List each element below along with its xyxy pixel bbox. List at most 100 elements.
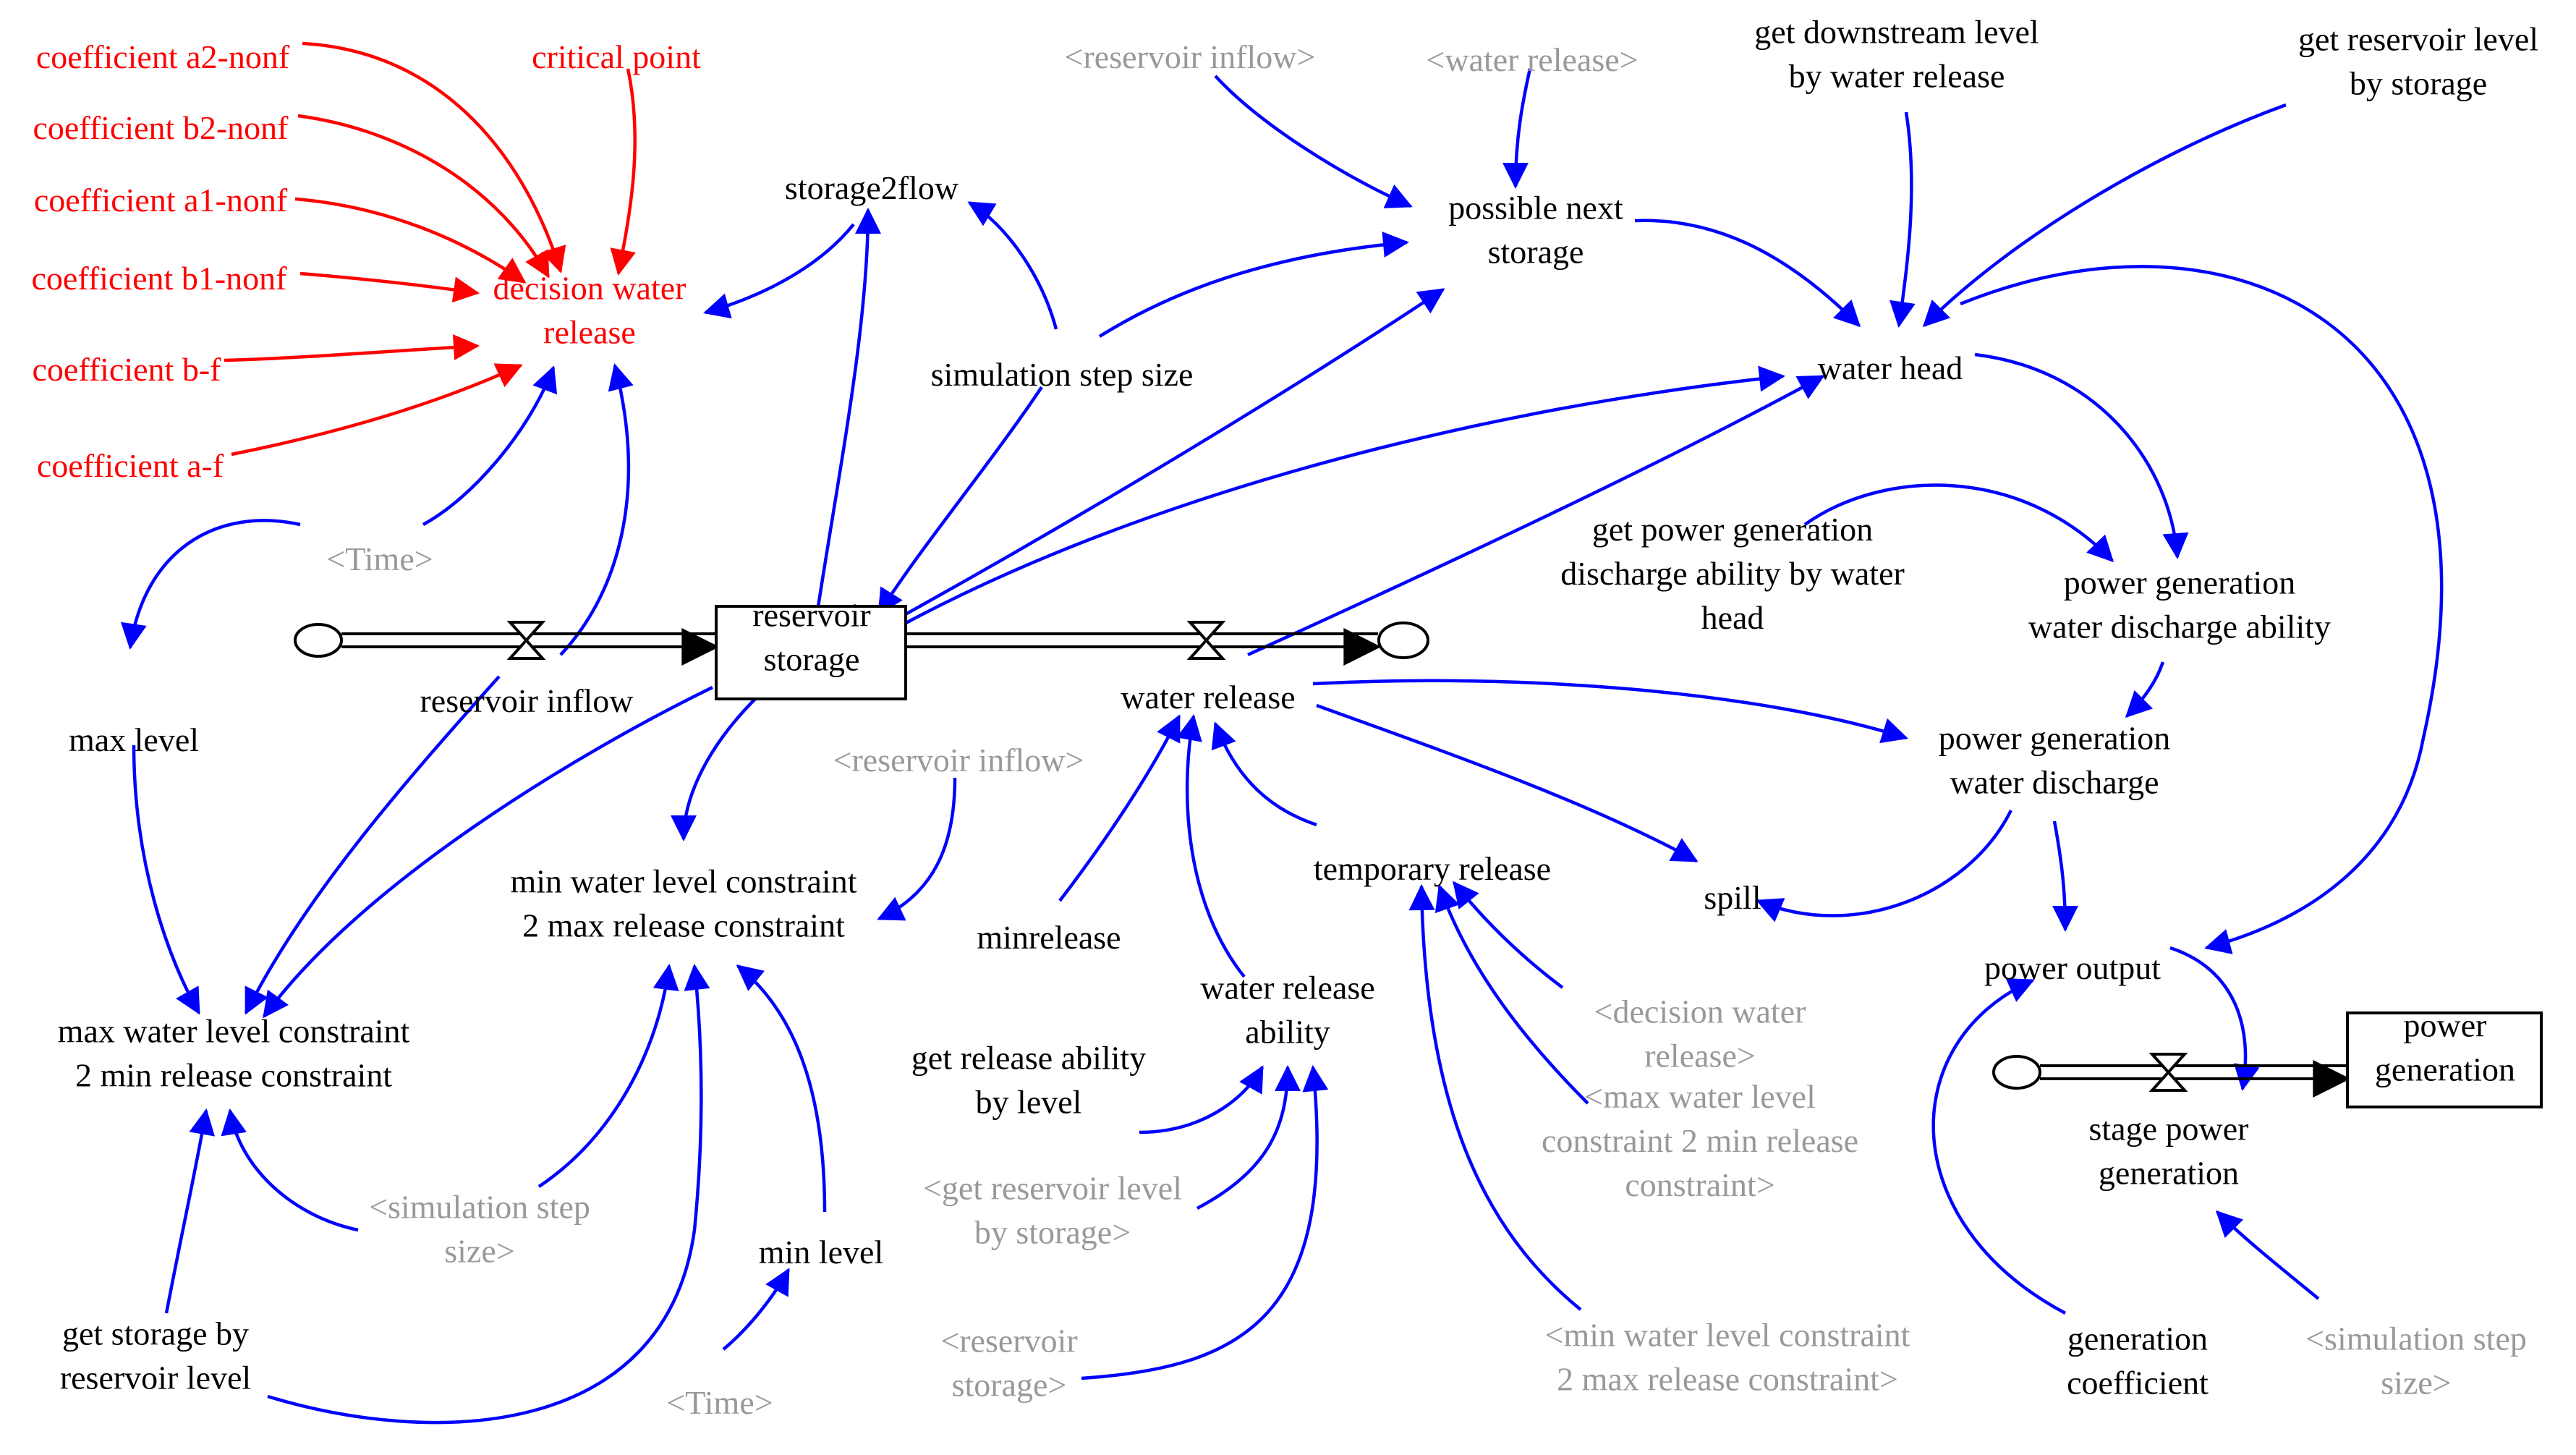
flow-reservoir-inflow[interactable]: reservoir inflow <box>420 682 634 719</box>
var-get-reservoir-level-line: get reservoir level <box>2298 21 2538 58</box>
link-reservoirlevel-to-waterhead <box>1922 103 2287 328</box>
var-max-level[interactable]: max level <box>69 721 199 758</box>
coef-b1-nonf-line: coefficient b1-nonf <box>32 260 288 297</box>
shadow-time-bottom[interactable]: <Time> <box>666 1384 773 1421</box>
shadow-get-reservoir-level-bottom-line: <get reservoir level <box>923 1170 1182 1207</box>
link-storage-to-waterhead <box>899 365 1785 627</box>
shadow-water-release-top[interactable]: <water release> <box>1426 41 1638 78</box>
shadow-reservoir-inflow-mid[interactable]: <reservoir inflow> <box>833 742 1084 779</box>
link-releasetop-to-nextstorage <box>1502 68 1532 189</box>
flow-water-release[interactable]: water release <box>1121 679 1295 716</box>
stock-box-reservoir-storage[interactable] <box>715 605 907 700</box>
link-minwlshadow-to-temp <box>1408 884 1582 1311</box>
link-waterhead-to-pgda <box>1974 352 2189 559</box>
link-storage-to-storage2flow <box>815 208 881 612</box>
shadow-time-left[interactable]: <Time> <box>326 540 433 577</box>
valve-water-release[interactable] <box>1186 621 1226 660</box>
link-release-to-pgwd <box>1312 679 1908 744</box>
shadow-get-reservoir-level-bottom[interactable]: <get reservoir level by storage> <box>923 1170 1182 1251</box>
coef-a2-nonf[interactable]: coefficient a2-nonf <box>36 38 290 75</box>
var-storage2flow[interactable]: storage2flow <box>785 169 959 206</box>
link-maxlevel-to-maxwl <box>132 745 200 1015</box>
valve-stage-power[interactable] <box>2148 1053 2188 1092</box>
coef-a-f[interactable]: coefficient a-f <box>37 447 224 484</box>
link-storage-to-maxwl <box>263 685 713 1019</box>
shadow-min-wl-constraint-line: <min water level constraint <box>1545 1317 1910 1354</box>
link-storage2flow-to-decision <box>703 223 855 319</box>
var-temporary-release[interactable]: temporary release <box>1314 850 1551 887</box>
link-inflowmid-to-minwl <box>877 777 957 921</box>
var-get-release-ability-line: get release ability <box>911 1040 1146 1077</box>
link-stepsize-to-nextstorage <box>1098 232 1409 338</box>
stock-power-generation-line: generation <box>2375 1051 2515 1088</box>
link-downstream-to-waterhead <box>1890 111 1916 328</box>
var-get-pgda-by-head-line: get power generation <box>1592 511 1873 548</box>
var-get-downstream-level-line: by water release <box>1789 58 2005 95</box>
coef-b2-nonf[interactable]: coefficient b2-nonf <box>33 109 289 146</box>
var-min-level[interactable]: min level <box>759 1234 883 1271</box>
coef-a1-nonf[interactable]: coefficient a1-nonf <box>34 182 288 219</box>
shadow-reservoir-inflow-top[interactable]: <reservoir inflow> <box>1065 38 1316 75</box>
var-spill[interactable]: spill <box>1704 879 1761 916</box>
shadow-max-wl-constraint-line: constraint> <box>1625 1166 1774 1203</box>
var-possible-next-storage-line: storage <box>1488 234 1584 271</box>
source-cloud-inflow <box>294 623 343 658</box>
link-storage-to-minwl <box>671 697 757 841</box>
var-simulation-step-size[interactable]: simulation step size <box>931 356 1194 393</box>
link-release-to-waterhead <box>1247 375 1825 657</box>
link-gencoef-to-poweroutput <box>1931 978 2067 1315</box>
link-pgwd-to-spill <box>1756 809 2013 922</box>
var-power-output[interactable]: power output <box>1984 949 2161 986</box>
flow-release <box>906 621 1429 666</box>
critical-point[interactable]: critical point <box>532 38 701 75</box>
link-time-to-decision <box>422 365 558 526</box>
shadow-get-reservoir-level-bottom-line: by storage> <box>974 1214 1131 1251</box>
decision-water-release-line: release <box>543 314 636 351</box>
link-stepsizeb-to-minwl <box>537 964 679 1188</box>
valve-reservoir-inflow[interactable] <box>506 621 546 660</box>
stock-box-power-generation[interactable] <box>2346 1011 2543 1108</box>
var-minrelease-line: minrelease <box>977 919 1121 956</box>
link-storagelevel-to-minwl <box>267 964 710 1425</box>
coef-b-f-line: coefficient b-f <box>33 351 222 388</box>
shadow-reservoir-storage-bottom-line: storage> <box>952 1367 1067 1404</box>
var-water-head[interactable]: water head <box>1818 349 1963 386</box>
shadow-simulation-step-size-right-line: size> <box>2381 1365 2451 1401</box>
var-generation-coefficient-line: coefficient <box>2067 1365 2209 1401</box>
shadow-min-wl-constraint-line: 2 max release constraint> <box>1557 1361 1898 1398</box>
link-pgda-to-pgwd <box>2125 661 2165 718</box>
var-min-wl-constraint-line: 2 max release constraint <box>522 907 845 944</box>
link-release-to-spill <box>1316 703 1699 862</box>
coef-b1-nonf[interactable]: coefficient b1-nonf <box>32 260 288 297</box>
link-time-to-maxlevel <box>121 519 301 650</box>
link-b2-to-decision <box>297 114 550 279</box>
link-stepsizeb-to-maxwl <box>221 1108 359 1232</box>
flow-water-release-line: water release <box>1121 679 1295 716</box>
coef-b-f[interactable]: coefficient b-f <box>33 351 222 388</box>
var-minrelease[interactable]: minrelease <box>977 919 1121 956</box>
link-decisionshadow-to-temp <box>1453 881 1564 989</box>
shadow-min-wl-constraint[interactable]: <min water level constraint 2 max release… <box>1545 1317 1910 1398</box>
